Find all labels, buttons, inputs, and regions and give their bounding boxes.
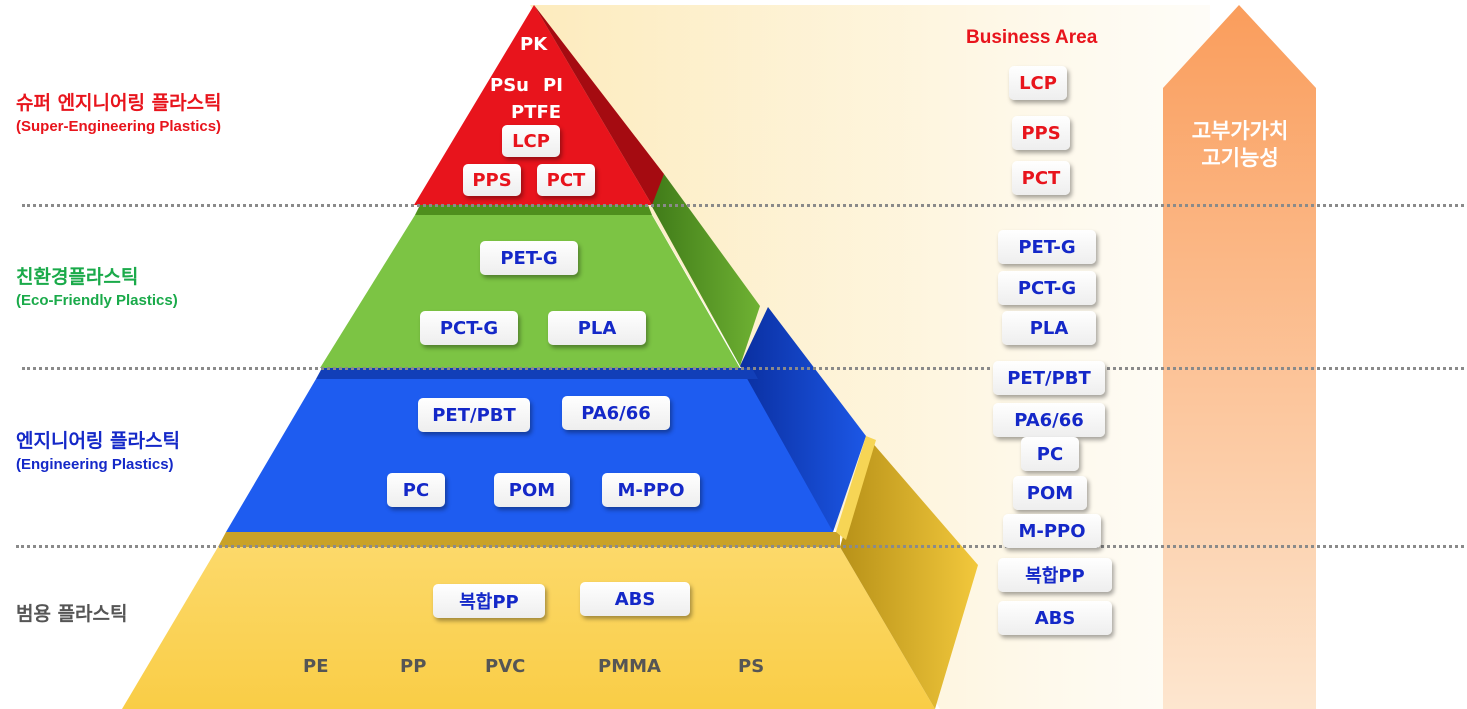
material-pvc: PVC <box>485 656 526 677</box>
super-tier-side <box>534 5 664 205</box>
business-chip-pom: POM <box>1013 476 1087 510</box>
business-chip-pla: PLA <box>1002 311 1096 345</box>
general-tier-title: 범용 플라스틱 <box>16 603 128 625</box>
pyramid-chip-composite-pp: 복합PP <box>433 584 545 618</box>
business-chip-composite-pp: 복합PP <box>998 558 1112 592</box>
material-ptfe: PTFE <box>511 102 562 123</box>
material-pi: PI <box>543 75 563 96</box>
value-arrow-line2: 고기능성 <box>1201 146 1279 170</box>
material-ps: PS <box>738 656 765 677</box>
business-chip-m-ppo: M-PPO <box>1003 514 1101 548</box>
pyramid-chip-pps: PPS <box>463 164 521 196</box>
general-tier-front <box>122 547 935 709</box>
material-pe: PE <box>303 656 329 677</box>
pyramid-chip-pct: PCT <box>537 164 595 196</box>
pyramid-chip-pom: POM <box>494 473 570 507</box>
super-tier-subtitle: (Super-Engineering Plastics) <box>16 118 222 135</box>
pyramid-chip-pct-g: PCT-G <box>420 311 518 345</box>
business-chip-pet-pbt: PET/PBT <box>993 361 1105 395</box>
eco-tier-subtitle: (Eco-Friendly Plastics) <box>16 292 178 309</box>
pyramid-chip-pa6-66: PA6/66 <box>562 396 670 430</box>
super-tier-title: 슈퍼 엔지니어링 플라스틱 <box>16 92 222 114</box>
general-tier-top <box>218 532 840 547</box>
business-area-title: Business Area <box>966 27 1098 48</box>
pyramid-chip-lcp: LCP <box>502 125 560 157</box>
business-chip-pc: PC <box>1021 437 1079 471</box>
material-pp: PP <box>400 656 427 677</box>
general-tier-side <box>840 440 978 709</box>
engineering-tier-side <box>740 307 866 532</box>
eco-tier-side <box>650 174 760 366</box>
business-chip-lcp: LCP <box>1009 66 1067 100</box>
engineering-tier-title: 엔지니어링 플라스틱 <box>16 430 180 452</box>
business-chip-pps: PPS <box>1012 116 1070 150</box>
tier-divider-2 <box>22 367 1464 370</box>
pyramid-chip-m-ppo: M-PPO <box>602 473 700 507</box>
business-chip-pa6-66: PA6/66 <box>993 403 1105 437</box>
eco-tier-title: 친환경플라스틱 <box>16 266 139 288</box>
engineering-tier-subtitle: (Engineering Plastics) <box>16 456 174 473</box>
eco-tier-top <box>415 205 652 215</box>
business-chip-pct: PCT <box>1012 161 1070 195</box>
pyramid-chip-pla: PLA <box>548 311 646 345</box>
material-psu: PSu <box>490 75 529 96</box>
pyramid-chip-pc: PC <box>387 473 445 507</box>
value-arrow-label: 고부가가치 고기능성 <box>1166 118 1314 172</box>
business-chip-pet-g: PET-G <box>998 230 1096 264</box>
pyramid-chip-pet-g: PET-G <box>480 241 578 275</box>
business-chip-pct-g: PCT-G <box>998 271 1096 305</box>
value-arrow <box>1163 5 1316 709</box>
engineering-tier-top <box>316 368 758 379</box>
material-pk: PK <box>520 34 548 55</box>
tier-divider-1 <box>22 204 1464 207</box>
super-tier-front <box>414 5 652 205</box>
value-arrow-line1: 고부가가치 <box>1191 119 1289 143</box>
business-chip-abs: ABS <box>998 601 1112 635</box>
tier-divider-3 <box>16 545 1464 548</box>
material-pmma: PMMA <box>598 656 661 677</box>
pyramid-chip-abs: ABS <box>580 582 690 616</box>
pyramid-chip-pet-pbt: PET/PBT <box>418 398 530 432</box>
